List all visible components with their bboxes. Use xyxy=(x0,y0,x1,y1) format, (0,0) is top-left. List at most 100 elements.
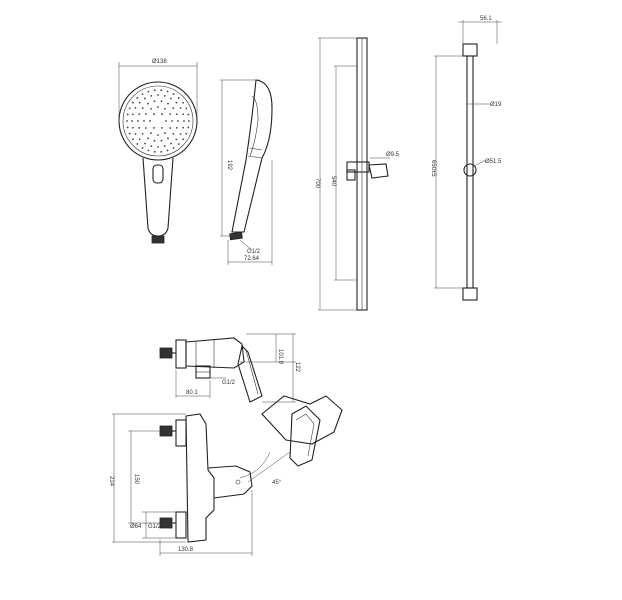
nozzle-pattern xyxy=(126,89,190,153)
nozzle-dot xyxy=(160,100,163,103)
mixer-front-width-label: 130.8 xyxy=(178,547,194,553)
nozzle-dot xyxy=(144,113,147,115)
nozzle-dot xyxy=(150,132,152,135)
nozzle-dot xyxy=(177,120,179,122)
nozzle-dot xyxy=(185,132,188,135)
nozzle-dot xyxy=(131,120,133,122)
nozzle-dot xyxy=(170,97,172,100)
mixer-front-angle-label: 45° xyxy=(272,480,282,486)
nozzle-dot xyxy=(132,101,134,104)
nozzle-dot xyxy=(141,107,144,110)
mixer-top-height-outer-label: 122 xyxy=(294,362,300,373)
nozzle-dot xyxy=(183,120,185,122)
nozzle-dot xyxy=(185,107,188,110)
nozzle-dot xyxy=(153,100,156,103)
nozzle-dot xyxy=(132,138,134,141)
nozzle-dot xyxy=(150,145,153,148)
nozzle-dot xyxy=(182,138,184,141)
nozzle-dot xyxy=(147,149,150,152)
nozzle-dot xyxy=(153,127,155,129)
nozzle-dot xyxy=(157,134,159,136)
hand-shower-diameter-label: Ø138 xyxy=(152,59,167,65)
nozzle-dot xyxy=(169,113,172,115)
nozzle-dot xyxy=(128,107,131,110)
nozzle-dot xyxy=(187,126,190,129)
nozzle-dot xyxy=(182,113,185,116)
nozzle-dot xyxy=(160,139,163,142)
mixer-front-thread-label: G1/2 xyxy=(148,524,162,530)
mixer-top-height-inner-label: 101.9 xyxy=(277,349,283,365)
nozzle-dot xyxy=(138,138,141,141)
nozzle-dot xyxy=(126,113,129,116)
nozzle-dot xyxy=(141,132,144,135)
nozzle-dot xyxy=(160,150,163,153)
nozzle-dot xyxy=(157,146,159,148)
nozzle-dot xyxy=(138,126,141,129)
rail-side-top-width-label: 56.1 xyxy=(480,16,492,22)
nozzle-dot xyxy=(153,89,156,92)
nozzle-dot xyxy=(175,126,178,129)
nozzle-dot xyxy=(134,133,137,135)
nozzle-dot xyxy=(157,106,159,108)
nozzle-dot xyxy=(144,127,147,129)
nozzle-dot xyxy=(153,150,156,153)
nozzle-dot xyxy=(147,137,149,140)
nozzle-dot xyxy=(172,146,175,149)
nozzle-dot xyxy=(172,132,175,135)
mixer-front-total-height-label: 214 xyxy=(108,476,114,487)
nozzle-dot xyxy=(188,120,190,122)
nozzle-dot xyxy=(138,101,141,104)
nozzle-dot xyxy=(141,146,144,149)
rail-side-bracket-diameter-label: Ø51.5 xyxy=(485,159,502,165)
nozzle-dot xyxy=(164,107,166,110)
nozzle-dot xyxy=(143,120,145,122)
nozzle-dot xyxy=(131,126,134,129)
nozzle-dot xyxy=(150,107,152,110)
mixer-top-depth-label: 80.1 xyxy=(186,390,198,396)
rail-total-length-label: 700 xyxy=(314,178,320,189)
nozzle-dot xyxy=(182,101,184,104)
nozzle-dot xyxy=(172,93,175,96)
rail-side-center-distance-label: 650±5 xyxy=(430,160,436,177)
nozzle-dot xyxy=(166,90,169,93)
mixer-front-view: 45° 214 150 Ø64 G1/2 130.8 xyxy=(108,395,343,556)
rail-holder-label: Ø9.5 xyxy=(386,152,400,158)
nozzle-dot xyxy=(179,107,182,109)
nozzle-dot xyxy=(147,102,149,105)
nozzle-dot xyxy=(175,138,178,141)
nozzle-dot xyxy=(138,113,141,116)
nozzle-dot xyxy=(165,120,167,122)
mixer-top-thread-label: G1/2 xyxy=(222,380,236,386)
nozzle-dot xyxy=(136,143,139,145)
nozzle-dot xyxy=(149,120,151,122)
slide-rail-side-view: 56.1 Ø19 Ø51.5 650±5 xyxy=(430,16,502,301)
nozzle-dot xyxy=(134,107,137,109)
nozzle-dot xyxy=(167,102,169,105)
nozzle-dot xyxy=(182,126,185,129)
hand-shower-front-view: Ø138 xyxy=(118,59,198,244)
nozzle-dot xyxy=(177,143,180,145)
slide-rail-front-view: 700 540 Ø9.5 xyxy=(314,37,400,311)
nozzle-dot xyxy=(147,90,150,93)
nozzle-dot xyxy=(160,89,163,92)
nozzle-dot xyxy=(126,126,129,129)
nozzle-dot xyxy=(161,113,163,115)
hand-shower-thread-label: G1/2 xyxy=(247,249,261,255)
hand-shower-side-view: 192 G1/2 72.64 xyxy=(220,79,273,265)
nozzle-dot xyxy=(128,132,131,135)
nozzle-dot xyxy=(167,137,169,140)
nozzle-dot xyxy=(175,113,178,116)
hand-shower-width-label: 72.64 xyxy=(244,256,260,262)
nozzle-dot xyxy=(157,94,159,96)
nozzle-dot xyxy=(172,107,175,110)
nozzle-dot xyxy=(164,132,166,135)
nozzle-dot xyxy=(144,97,146,100)
nozzle-dot xyxy=(150,94,153,97)
nozzle-dot xyxy=(126,120,128,122)
nozzle-dot xyxy=(169,127,172,129)
nozzle-dot xyxy=(137,120,139,122)
mixer-front-center-distance-label: 150 xyxy=(133,474,139,485)
nozzle-dot xyxy=(136,97,139,99)
nozzle-dot xyxy=(144,142,146,145)
